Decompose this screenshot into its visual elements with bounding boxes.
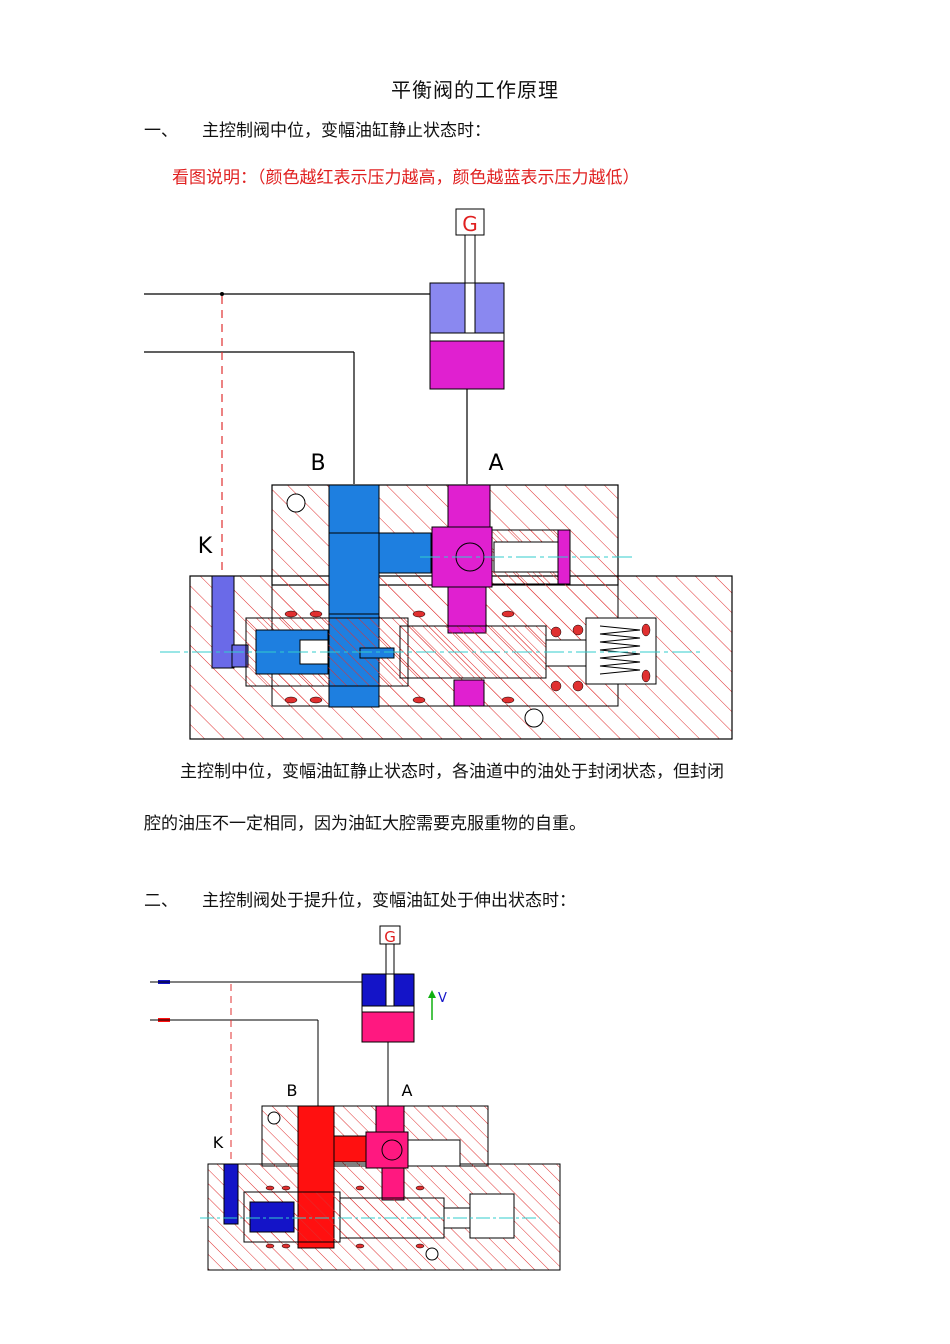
label-g-2: G (384, 928, 396, 946)
section2-heading-text: 主控制阀处于提升位，变幅油缸处于伸出状态时： (202, 891, 576, 911)
label-a: A (488, 451, 503, 476)
section2-number: 二、 (144, 891, 178, 911)
velocity-label: V (438, 991, 447, 1006)
section2-heading: 二、 主控制阀处于提升位，变幅油缸处于伸出状态时： (144, 886, 576, 911)
section1-heading: 一、 主控制阀中位，变幅油缸静止状态时： (144, 116, 491, 141)
diagram-neutral-position: G B A K (144, 208, 733, 740)
label-a-2: A (402, 1081, 413, 1100)
label-g: G (462, 212, 478, 236)
label-b: B (310, 451, 325, 476)
page-title: 平衡阀的工作原理 (391, 78, 559, 102)
section1-paragraph-line2: 腔的油压不一定相同，因为油缸大腔需要克服重物的自重。 (144, 814, 586, 834)
label-k: K (198, 534, 213, 559)
section1-heading-text: 主控制阀中位，变幅油缸静止状态时： (202, 121, 491, 141)
legend-note: 看图说明：（颜色越红表示压力越高，颜色越蓝表示压力越低） (172, 168, 640, 188)
label-b-2: B (287, 1081, 298, 1100)
section1-paragraph-line1: 主控制中位，变幅油缸静止状态时，各油道中的油处于封闭状态，但封闭 (180, 762, 724, 782)
label-k-2: K (213, 1133, 224, 1152)
section1-paragraph: 主控制中位，变幅油缸静止状态时，各油道中的油处于封闭状态，但封闭 腔的油压不一定… (144, 746, 814, 850)
section1-number: 一、 (144, 121, 178, 141)
